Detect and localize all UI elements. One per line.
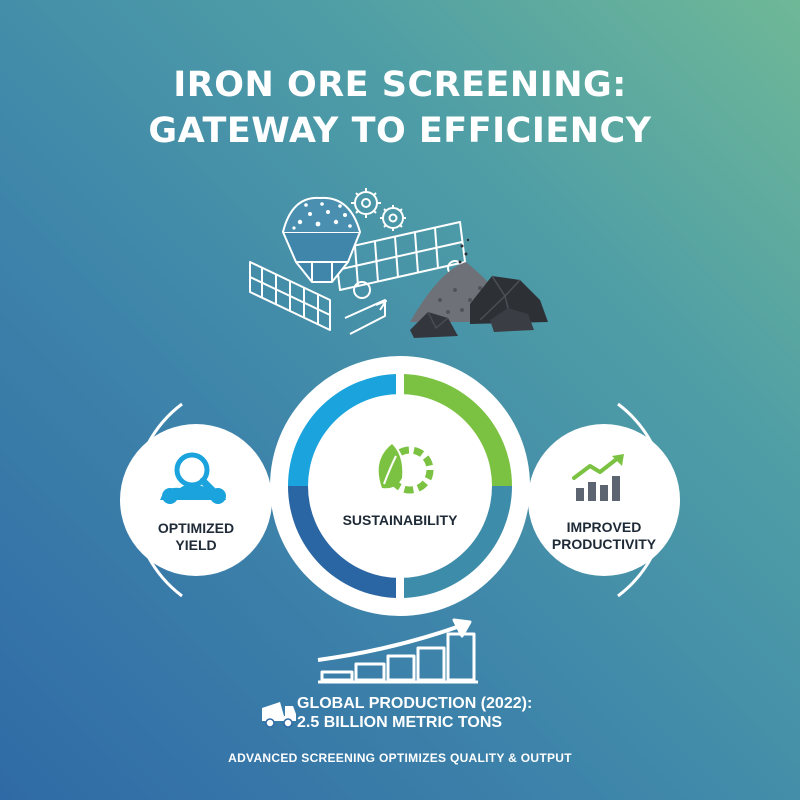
title-line-1: IRON ORE SCREENING: bbox=[173, 65, 627, 105]
improved-productivity-label: IMPROVED PRODUCTIVITY bbox=[534, 519, 674, 553]
global-production-line-2: 2.5 BILLION METRIC TONS bbox=[297, 714, 503, 731]
improved-productivity-line-2: PRODUCTIVITY bbox=[551, 536, 657, 552]
title-line-2: GATEWAY TO EFFICIENCY bbox=[148, 111, 652, 151]
improved-productivity-line-1: IMPROVED bbox=[566, 519, 642, 535]
optimized-yield-label: OPTIMIZED YIELD bbox=[136, 520, 256, 554]
page-title: IRON ORE SCREENING: GATEWAY TO EFFICIENC… bbox=[0, 62, 800, 154]
production-growth-graphic bbox=[317, 618, 478, 684]
conveyor-illustration bbox=[249, 188, 466, 335]
global-production-line-1: GLOBAL PRODUCTION (2022): bbox=[297, 695, 533, 712]
global-production-stat: GLOBAL PRODUCTION (2022): 2.5 BILLION ME… bbox=[297, 694, 532, 732]
magnifier-ore-icon bbox=[160, 452, 226, 504]
optimized-yield-line-1: OPTIMIZED bbox=[157, 520, 235, 536]
sustainability-label: SUSTAINABILITY bbox=[342, 512, 458, 528]
dump-truck-icon bbox=[262, 702, 296, 728]
growth-chart-icon bbox=[572, 454, 624, 501]
optimized-yield-line-2: YIELD bbox=[175, 537, 217, 553]
leaf-gear-icon bbox=[378, 444, 434, 494]
ore-piles bbox=[410, 238, 548, 338]
footer-tagline: ADVANCED SCREENING OPTIMIZES QUALITY & O… bbox=[228, 751, 572, 765]
